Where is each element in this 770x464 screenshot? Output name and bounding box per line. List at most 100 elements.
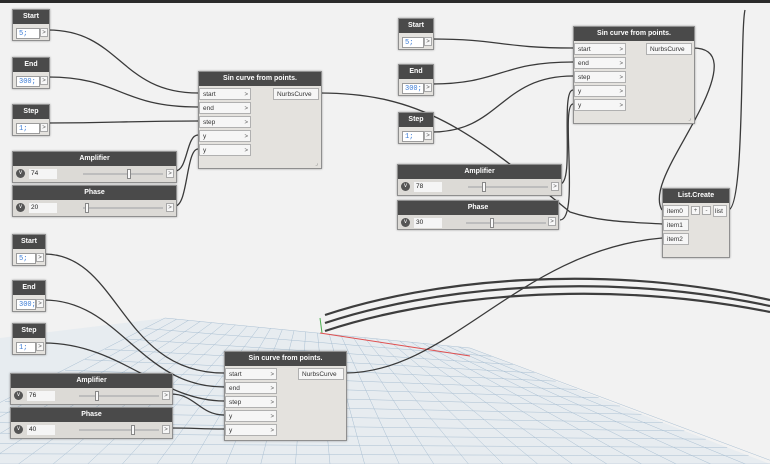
- chevron-down-icon[interactable]: v: [14, 391, 23, 400]
- slider-track[interactable]: [83, 173, 163, 175]
- input-port[interactable]: end>: [199, 102, 251, 114]
- phase-slider-node[interactable]: Phase v 40 >: [10, 407, 173, 439]
- output-port[interactable]: NurbsCurve: [646, 43, 692, 55]
- chevron-down-icon[interactable]: v: [16, 203, 25, 212]
- list-create-node[interactable]: List.Create item0 item1 item2 + - list: [662, 188, 730, 258]
- number-field[interactable]: 5;: [16, 253, 36, 264]
- number-field[interactable]: 5;: [402, 37, 424, 48]
- number-field[interactable]: 1;: [402, 131, 424, 142]
- step-node[interactable]: Step 1; >: [398, 112, 434, 144]
- slider-track[interactable]: [466, 222, 546, 224]
- output-port[interactable]: NurbsCurve: [298, 368, 344, 380]
- start-node[interactable]: Start 5; >: [12, 234, 46, 266]
- slider-thumb[interactable]: [490, 218, 494, 228]
- output-port-arrow[interactable]: >: [424, 37, 432, 46]
- input-port[interactable]: y>: [574, 85, 626, 97]
- slider-track[interactable]: [79, 429, 159, 431]
- remove-input-button[interactable]: -: [702, 206, 711, 215]
- input-port[interactable]: end>: [574, 57, 626, 69]
- resize-grip-icon[interactable]: ⌟: [688, 116, 691, 122]
- wire-g2-start: [431, 38, 574, 49]
- output-port-arrow[interactable]: >: [40, 28, 48, 37]
- number-field[interactable]: 1;: [16, 342, 36, 353]
- input-port[interactable]: y>: [225, 424, 277, 436]
- input-port[interactable]: step>: [574, 71, 626, 83]
- chevron-down-icon[interactable]: v: [14, 425, 23, 434]
- step-node[interactable]: Step 1; >: [12, 104, 50, 136]
- sin-curve-node[interactable]: Sin curve from points. start> end> step>…: [573, 26, 695, 124]
- input-port[interactable]: step>: [225, 396, 277, 408]
- chevron-down-icon[interactable]: v: [401, 218, 410, 227]
- input-port[interactable]: step>: [199, 116, 251, 128]
- input-port[interactable]: start>: [574, 43, 626, 55]
- slider-thumb[interactable]: [131, 425, 135, 435]
- phase-slider-node[interactable]: Phase v 20 >: [12, 185, 177, 217]
- port-arrow: >: [244, 92, 248, 98]
- slider-thumb[interactable]: [127, 169, 131, 179]
- input-port[interactable]: y>: [574, 99, 626, 111]
- slider-track[interactable]: [468, 186, 548, 188]
- amplifier-slider-node[interactable]: Amplifier v 78 >: [397, 164, 562, 196]
- output-port-arrow[interactable]: >: [424, 83, 432, 92]
- output-port-arrow[interactable]: >: [166, 169, 174, 178]
- slider-track[interactable]: [83, 207, 163, 209]
- sin-curve-node[interactable]: Sin curve from points. start> end> step>…: [224, 351, 347, 441]
- output-port-arrow[interactable]: >: [36, 342, 44, 351]
- input-port[interactable]: y>: [199, 130, 251, 142]
- add-input-button[interactable]: +: [691, 206, 700, 215]
- end-node[interactable]: End 300; >: [12, 57, 50, 89]
- input-port[interactable]: end>: [225, 382, 277, 394]
- output-port-arrow[interactable]: >: [548, 217, 556, 226]
- grid-line: [469, 347, 770, 461]
- chevron-down-icon[interactable]: v: [401, 182, 410, 191]
- input-port[interactable]: start>: [225, 368, 277, 380]
- input-port[interactable]: item2: [663, 233, 689, 245]
- output-port-arrow[interactable]: >: [162, 391, 170, 400]
- output-port-arrow[interactable]: >: [40, 123, 48, 132]
- output-port-arrow[interactable]: >: [551, 182, 559, 191]
- input-port[interactable]: start>: [199, 88, 251, 100]
- input-port[interactable]: item0: [663, 205, 689, 217]
- output-port-arrow[interactable]: >: [424, 131, 432, 140]
- slider-track[interactable]: [79, 395, 159, 397]
- slider-value[interactable]: 78: [414, 182, 442, 192]
- slider-value[interactable]: 40: [27, 425, 55, 435]
- number-field[interactable]: 300;: [16, 299, 36, 310]
- start-node[interactable]: Start 5; >: [12, 9, 50, 41]
- input-port[interactable]: item1: [663, 219, 689, 231]
- resize-grip-icon[interactable]: ⌟: [315, 161, 318, 167]
- amplifier-slider-node[interactable]: Amplifier v 74 >: [12, 151, 177, 183]
- output-port[interactable]: NurbsCurve: [273, 88, 319, 100]
- slider-value[interactable]: 76: [27, 391, 55, 401]
- output-port-arrow[interactable]: >: [162, 425, 170, 434]
- input-port[interactable]: y>: [225, 410, 277, 422]
- slider-thumb[interactable]: [482, 182, 486, 192]
- end-node[interactable]: End 300; >: [398, 64, 434, 96]
- slider-value[interactable]: 30: [414, 218, 442, 228]
- sin-curve-node[interactable]: Sin curve from points. start> end> step>…: [198, 71, 322, 169]
- slider-value[interactable]: 74: [29, 169, 57, 179]
- step-node[interactable]: Step 1; >: [12, 323, 46, 355]
- start-node[interactable]: Start 5; >: [398, 18, 434, 50]
- number-field[interactable]: 300;: [16, 76, 40, 87]
- output-port-arrow[interactable]: >: [166, 203, 174, 212]
- number-field[interactable]: 5;: [16, 28, 40, 39]
- output-port[interactable]: list: [713, 205, 727, 217]
- phase-slider-node[interactable]: Phase v 30 >: [397, 200, 559, 230]
- slider-value[interactable]: 20: [29, 203, 57, 213]
- end-node[interactable]: End 300; >: [12, 280, 46, 312]
- port-arrow: >: [244, 106, 248, 112]
- number-field[interactable]: 1;: [16, 123, 40, 134]
- chevron-down-icon[interactable]: v: [16, 169, 25, 178]
- output-port-arrow[interactable]: >: [36, 253, 44, 262]
- amplifier-slider-node[interactable]: Amplifier v 76 >: [10, 373, 173, 405]
- slider-thumb[interactable]: [85, 203, 89, 213]
- input-port[interactable]: y>: [199, 144, 251, 156]
- slider-thumb[interactable]: [95, 391, 99, 401]
- wire-g1-start: [47, 29, 199, 94]
- output-port-arrow[interactable]: >: [40, 76, 48, 85]
- output-port-arrow[interactable]: >: [36, 299, 44, 308]
- number-field[interactable]: 300;: [402, 83, 424, 94]
